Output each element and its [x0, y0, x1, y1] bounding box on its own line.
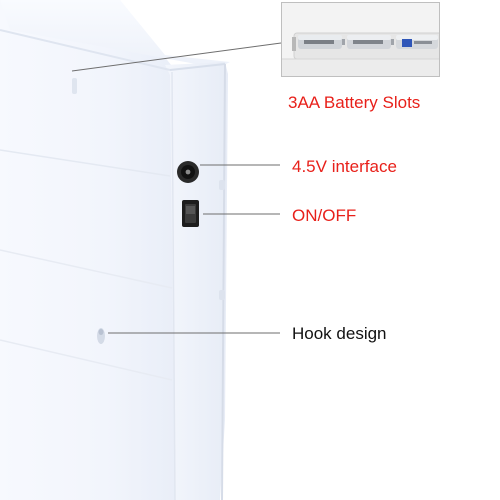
panel-line	[0, 339, 173, 381]
front-side-seam	[171, 71, 176, 500]
right-edge-line	[221, 63, 226, 500]
top-edge-line	[0, 29, 171, 71]
battery-icon	[298, 35, 345, 49]
panel-line	[0, 249, 173, 289]
battery-leader-line	[71, 42, 282, 72]
interface-label: 4.5V interface	[292, 157, 397, 176]
top-notch	[72, 78, 77, 94]
corner-edge-line	[169, 63, 226, 71]
rocker-switch-icon	[182, 200, 199, 227]
device-top-face	[0, 0, 230, 68]
device-front-face	[0, 0, 175, 500]
battery-inset-illustration	[282, 3, 439, 76]
battery-compartment-photo	[281, 2, 440, 77]
panel-line	[0, 149, 171, 177]
battery-icon	[347, 35, 394, 49]
on-off-label: ON/OFF	[292, 206, 357, 225]
battery-slots-label: 3AA Battery Slots	[288, 93, 421, 112]
battery-icon	[396, 35, 438, 49]
side-tab	[219, 180, 225, 190]
side-tab	[219, 290, 225, 300]
hook-design-label: Hook design	[292, 324, 387, 343]
hook-slot-icon	[97, 328, 105, 344]
dc-power-jack-icon	[177, 161, 199, 183]
